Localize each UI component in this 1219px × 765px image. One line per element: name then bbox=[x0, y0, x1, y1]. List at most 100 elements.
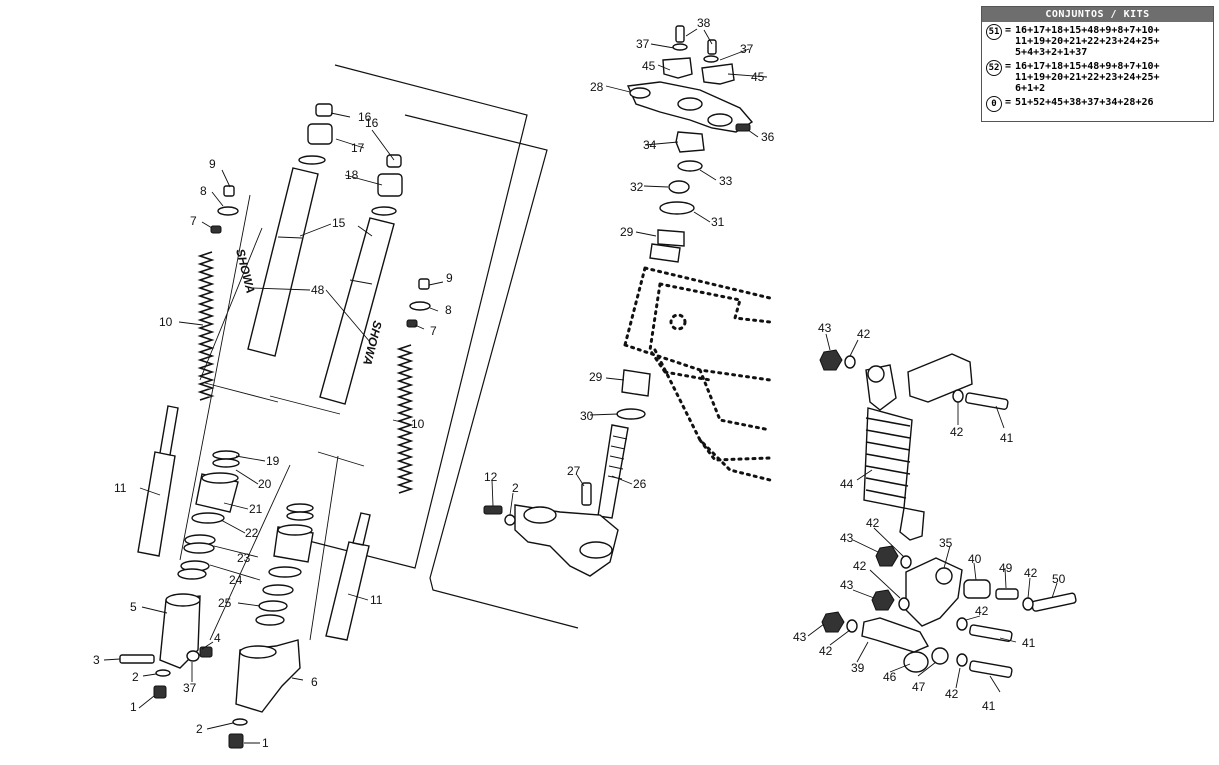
label-26: 26 bbox=[633, 477, 647, 491]
bolt-3 bbox=[119, 654, 155, 664]
damper-rod-right bbox=[325, 512, 371, 641]
label-4: 4 bbox=[214, 631, 221, 645]
nut-43-1 bbox=[819, 349, 843, 371]
label-17: 17 bbox=[351, 141, 365, 155]
label-6: 6 bbox=[311, 675, 318, 689]
label-16: 16 bbox=[358, 110, 372, 124]
label-1: 1 bbox=[130, 700, 137, 714]
label-45: 45 bbox=[642, 59, 656, 73]
screw-7-right bbox=[406, 319, 418, 328]
label-42: 42 bbox=[819, 644, 833, 658]
stem-nut-34 bbox=[675, 131, 705, 153]
fork-frame-left bbox=[304, 64, 528, 569]
label-42: 42 bbox=[857, 327, 871, 341]
fork-frame-right bbox=[404, 114, 579, 629]
nut-43-3 bbox=[871, 589, 895, 611]
seal-23-left-b bbox=[183, 542, 215, 554]
label-16: 16 bbox=[365, 116, 379, 130]
bearing-29-bottom bbox=[621, 369, 651, 397]
label-27: 27 bbox=[567, 464, 581, 478]
label-32: 32 bbox=[630, 180, 644, 194]
washer-42-8 bbox=[956, 653, 968, 667]
handlebar-clamp-right bbox=[701, 63, 735, 85]
label-36: 36 bbox=[761, 130, 775, 144]
steering-assembly bbox=[483, 25, 772, 577]
kit-badge-0: 0 bbox=[986, 96, 1002, 112]
oring-right bbox=[371, 206, 397, 216]
steering-stem bbox=[597, 424, 629, 519]
label-1: 1 bbox=[262, 736, 269, 750]
washer-8-right bbox=[409, 301, 431, 311]
label-43: 43 bbox=[840, 531, 854, 545]
label-38: 38 bbox=[697, 16, 711, 30]
seal-24-right bbox=[258, 600, 288, 612]
nut-43-4 bbox=[821, 611, 845, 633]
label-9: 9 bbox=[446, 271, 453, 285]
label-19: 19 bbox=[266, 454, 280, 468]
leader-lines bbox=[103, 28, 1058, 744]
label-29: 29 bbox=[589, 370, 603, 384]
label-35: 35 bbox=[939, 536, 953, 550]
kit-equals: = bbox=[1005, 61, 1012, 72]
bushing-46 bbox=[903, 651, 929, 673]
fork-adjuster-right bbox=[377, 173, 403, 197]
label-11: 11 bbox=[370, 593, 383, 607]
label-42: 42 bbox=[945, 687, 959, 701]
label-46: 46 bbox=[883, 670, 897, 684]
dog-bone-39 bbox=[861, 617, 929, 653]
label-29: 29 bbox=[620, 225, 634, 239]
bolt-1-right bbox=[228, 733, 244, 749]
fork-tube-left bbox=[247, 167, 319, 357]
label-37: 37 bbox=[740, 42, 754, 56]
washer-37-left bbox=[186, 650, 200, 662]
label-40: 40 bbox=[968, 552, 982, 566]
bolt-41-mid bbox=[969, 624, 1013, 642]
label-47: 47 bbox=[912, 680, 926, 694]
ring-19-right-b bbox=[286, 511, 314, 521]
oring-left bbox=[298, 155, 326, 165]
label-2: 2 bbox=[512, 481, 519, 495]
fork-cap-left bbox=[315, 103, 333, 117]
kit-row-51: 51 = 16+17+18+15+48+9+8+7+10+ 11+19+20+2… bbox=[982, 22, 1213, 58]
label-5: 5 bbox=[130, 600, 137, 614]
fork-spring-left bbox=[197, 251, 215, 401]
bolt-50 bbox=[1031, 592, 1077, 612]
label-43: 43 bbox=[793, 630, 807, 644]
washer-42-4 bbox=[1022, 597, 1034, 611]
label-23: 23 bbox=[237, 551, 251, 565]
bolt-9-left bbox=[223, 185, 235, 197]
washer-37-top-right bbox=[703, 55, 719, 63]
kit-formula-51: 16+17+18+15+48+9+8+7+10+ 11+19+20+21+22+… bbox=[1015, 25, 1160, 58]
washer-42-5 bbox=[898, 597, 910, 611]
ring-19-left-b bbox=[212, 458, 240, 468]
washer-42-7 bbox=[846, 619, 858, 633]
label-11: 11 bbox=[114, 481, 127, 495]
label-10: 10 bbox=[159, 315, 173, 329]
seal-25-left bbox=[177, 568, 207, 580]
label-9: 9 bbox=[209, 157, 216, 171]
rocker-35 bbox=[905, 557, 963, 627]
label-44: 44 bbox=[840, 477, 854, 491]
washer-33 bbox=[677, 160, 703, 172]
label-8: 8 bbox=[200, 184, 207, 198]
kits-legend: CONJUNTOS / KITS 51 = 16+17+18+15+48+9+8… bbox=[981, 6, 1214, 122]
label-41: 41 bbox=[1000, 431, 1014, 445]
label-20: 20 bbox=[258, 477, 272, 491]
bushing-40 bbox=[963, 579, 991, 599]
kit-formula-52: 16+17+18+15+48+9+8+7+10+ 11+19+20+21+22+… bbox=[1015, 61, 1160, 94]
washer-31 bbox=[659, 201, 695, 215]
ring-19-left bbox=[212, 450, 240, 460]
label-12: 12 bbox=[484, 470, 498, 484]
fork-cap-right bbox=[386, 154, 402, 168]
label-10: 10 bbox=[411, 417, 425, 431]
washer-2-left bbox=[155, 669, 171, 677]
fork-guide-lines bbox=[179, 194, 365, 641]
label-37: 37 bbox=[183, 681, 197, 695]
label-43: 43 bbox=[818, 321, 832, 335]
kit-equals: = bbox=[1005, 25, 1012, 36]
washer-42-2 bbox=[952, 389, 964, 403]
bolt-27 bbox=[581, 482, 592, 506]
label-25: 25 bbox=[218, 596, 232, 610]
bolt-9-right bbox=[418, 278, 430, 290]
label-42: 42 bbox=[975, 604, 989, 618]
